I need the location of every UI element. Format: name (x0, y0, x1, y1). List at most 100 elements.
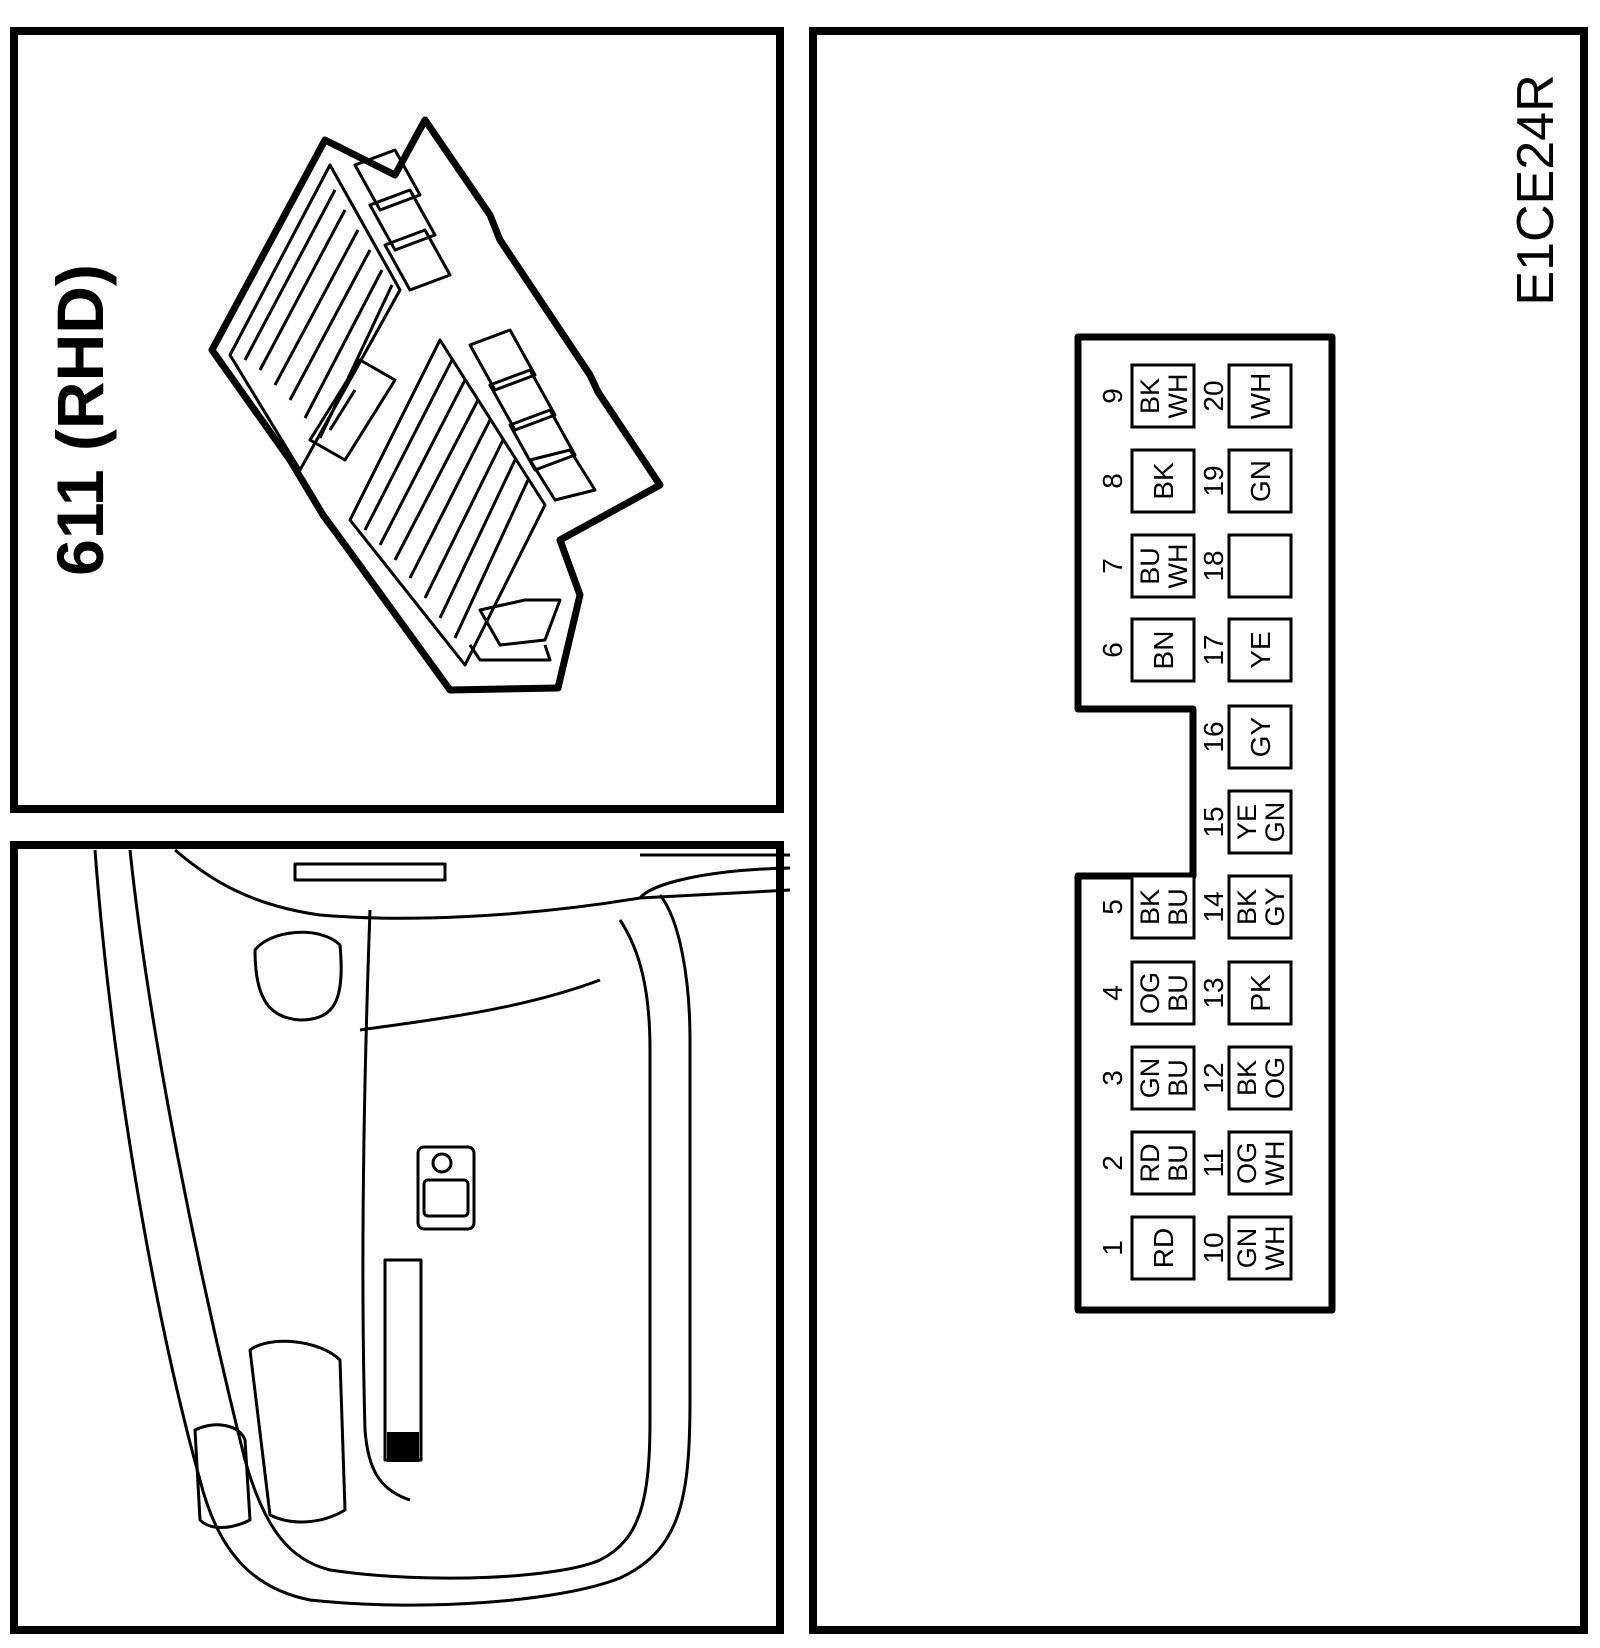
pin-number: 3 (1097, 1070, 1128, 1086)
pin-box (1227, 1045, 1293, 1111)
wire-color-code: WH (1163, 544, 1193, 589)
connector-illustration (208, 116, 664, 694)
wire-color-code: OG (1232, 1142, 1262, 1184)
pin-box (1227, 789, 1293, 855)
wire-color-code: OG (1135, 972, 1165, 1014)
pin-box (1227, 874, 1293, 940)
pin-number: 18 (1198, 550, 1229, 581)
connector-face-outline (1074, 333, 1336, 1314)
pin-number: 20 (1198, 380, 1229, 411)
pin-1: 1 RD (1097, 1215, 1196, 1281)
pin-box (1227, 617, 1293, 683)
pin-number: 16 (1198, 721, 1229, 752)
wire-color-code: BU (1163, 974, 1193, 1012)
pin-box (1130, 448, 1196, 514)
wire-color-code: BK (1135, 378, 1165, 414)
wire-color-code: WH (1245, 373, 1276, 420)
pin-box (1227, 533, 1293, 599)
wire-color-code: GN (1232, 1228, 1262, 1269)
pin-number: 1 (1097, 1240, 1128, 1256)
pin-box (1130, 363, 1196, 429)
wire-color-code: BK (1135, 889, 1165, 925)
pin-number: 13 (1198, 977, 1229, 1008)
pin-number: 6 (1097, 642, 1128, 658)
pin-number: 19 (1198, 465, 1229, 496)
pin-6: 6 BN (1097, 617, 1196, 683)
location-view-panel (10, 841, 784, 1634)
wire-color-code: BU (1135, 547, 1165, 585)
wire-color-code: GY (1245, 716, 1276, 757)
pin-number: 4 (1097, 985, 1128, 1001)
pin-box (1227, 1215, 1293, 1281)
wire-color-code: YE (1245, 631, 1276, 668)
pin-box (1227, 960, 1293, 1026)
wire-color-code: RD (1148, 1228, 1179, 1268)
wire-color-code: BK (1232, 1060, 1262, 1096)
pin-18: 18 (1198, 533, 1293, 599)
pin-box (1227, 704, 1293, 770)
wire-color-code: RD (1135, 1144, 1165, 1183)
pin-17: 17 YE (1198, 617, 1293, 683)
wire-color-code: BU (1163, 888, 1193, 926)
wire-color-code: WH (1163, 374, 1193, 419)
wire-color-code: YE (1232, 804, 1262, 840)
wire-color-code: GY (1260, 887, 1290, 926)
pin-box (1227, 448, 1293, 514)
pin-box (1130, 1045, 1196, 1111)
pin-19: 19 GN (1198, 448, 1293, 514)
wire-color-code: GN (1245, 460, 1276, 502)
wire-color-code: GN (1260, 802, 1290, 843)
pin-box (1130, 874, 1196, 940)
pin-20: 20 WH (1198, 363, 1293, 429)
pin-13: 13 PK (1198, 960, 1293, 1026)
connector-title: 611 (RHD) (43, 264, 117, 576)
pin-number: 9 (1097, 388, 1128, 404)
pin-box (1130, 617, 1196, 683)
pin-number: 12 (1198, 1062, 1229, 1093)
wire-color-code: OG (1260, 1057, 1290, 1099)
figure-code: E1CE24R (1507, 74, 1565, 305)
wire-color-code: WH (1260, 1226, 1290, 1271)
pin-number: 7 (1097, 558, 1128, 574)
wire-color-code: BU (1163, 1059, 1193, 1097)
wire-color-code: BN (1148, 631, 1179, 670)
pin-box (1130, 1130, 1196, 1196)
pin-number: 8 (1097, 473, 1128, 489)
pin-16: 16 GY (1198, 704, 1293, 770)
wire-color-code: PK (1245, 974, 1276, 1012)
pin-box (1130, 960, 1196, 1026)
wire-color-code: BK (1232, 889, 1262, 925)
pin-number: 14 (1198, 891, 1229, 922)
pin-box (1130, 1215, 1196, 1281)
pin-number: 2 (1097, 1155, 1128, 1171)
pinout-panel (809, 27, 1588, 1634)
wire-color-code: GN (1135, 1058, 1165, 1099)
connector-view-panel (10, 27, 784, 813)
wire-color-code: BU (1163, 1144, 1193, 1182)
wire-color-code: BK (1148, 462, 1179, 500)
pin-box (1227, 363, 1293, 429)
pin-number: 11 (1198, 1148, 1229, 1177)
door-location-illustration (93, 848, 791, 1607)
pin-number: 10 (1198, 1232, 1229, 1263)
pin-number: 17 (1198, 634, 1229, 665)
pin-number: 5 (1097, 899, 1128, 915)
pin-number: 15 (1198, 806, 1229, 837)
connector-location-marker (387, 1432, 419, 1462)
pin-box (1130, 533, 1196, 599)
pin-box (1227, 1130, 1293, 1196)
